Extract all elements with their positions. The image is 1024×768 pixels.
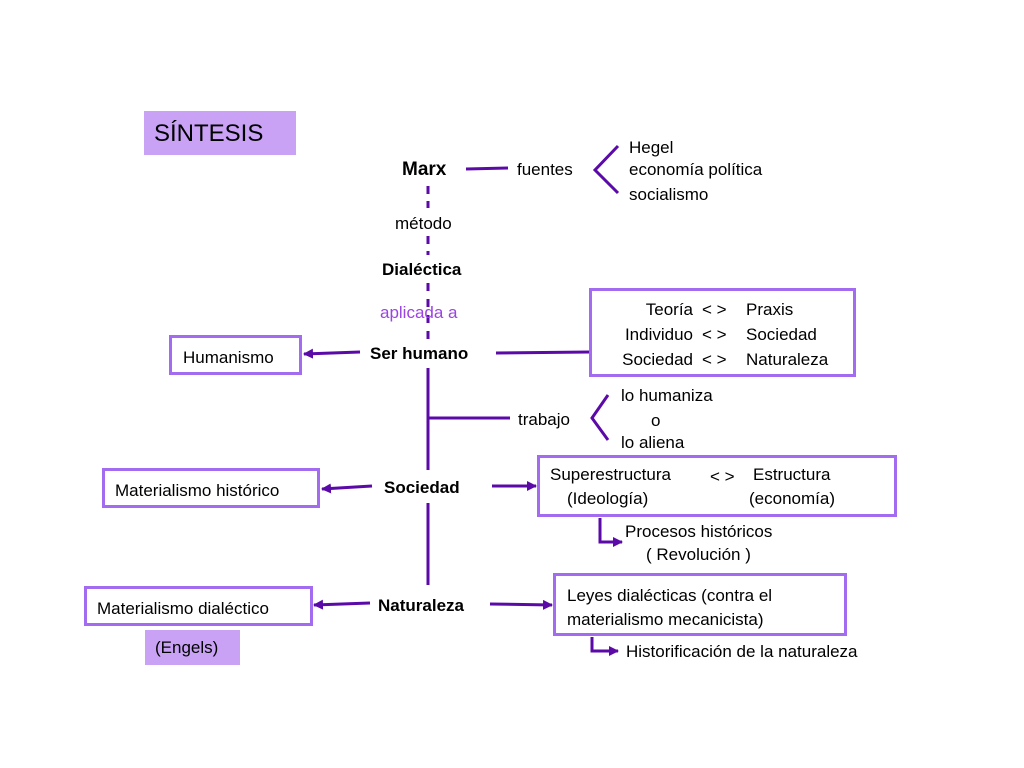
page-title: SÍNTESIS xyxy=(154,120,264,147)
mat-historico-box: Materialismo histórico xyxy=(102,468,320,508)
humanismo-label: Humanismo xyxy=(183,348,274,367)
source-economia: economía política xyxy=(629,160,763,179)
trabajo-aliena: lo aliena xyxy=(621,433,685,452)
pairs-left-col: Teoría Individuo Sociedad xyxy=(601,297,693,372)
arrow-mat-dialectico xyxy=(313,599,371,610)
trabajo-humaniza: lo humaniza xyxy=(621,386,713,405)
title-box: SÍNTESIS xyxy=(144,111,296,155)
marx-fuentes-line xyxy=(465,166,509,171)
leyes-line1: Leyes dialécticas (contra el xyxy=(567,586,773,605)
pair-sep-1: < > xyxy=(702,300,727,319)
pairs-right-col: Praxis Sociedad Naturaleza xyxy=(746,297,828,372)
superestructura-box: Superestructura < > Estructura (Ideologí… xyxy=(537,455,897,517)
ser-humano-label: Ser humano xyxy=(370,344,469,363)
arrow-historificacion xyxy=(590,637,619,656)
mat-dialectico-label: Materialismo dialéctico xyxy=(97,599,269,618)
leyes-box: Leyes dialécticas (contra el materialism… xyxy=(553,573,847,636)
procesos-line1: Procesos históricos xyxy=(625,522,773,541)
trabajo-bracket xyxy=(590,394,610,441)
historificacion-label: Historificación de la naturaleza xyxy=(626,642,858,661)
metodo-label: método xyxy=(395,214,452,233)
sources-bracket xyxy=(592,144,620,195)
pair-sep-3: < > xyxy=(702,350,727,369)
pair-left-3: Sociedad xyxy=(622,350,693,369)
pair-left-1: Teoría xyxy=(645,300,693,319)
engels-label: (Engels) xyxy=(155,638,219,657)
super-right1: Estructura xyxy=(753,465,831,484)
trabajo-label: trabajo xyxy=(518,410,570,429)
pair-left-2: Individuo xyxy=(624,325,693,344)
sociedad-label: Sociedad xyxy=(384,478,460,497)
source-hegel: Hegel xyxy=(629,138,674,157)
super-left1: Superestructura xyxy=(550,465,671,484)
super-right2: (economía) xyxy=(749,489,835,508)
super-sep: < > xyxy=(710,467,735,486)
pair-right-1: Praxis xyxy=(746,300,794,319)
fuentes-label: fuentes xyxy=(517,160,573,179)
pair-right-2: Sociedad xyxy=(746,325,817,344)
arrow-leyes xyxy=(489,599,553,610)
naturaleza-label: Naturaleza xyxy=(378,596,464,615)
arrow-procesos xyxy=(598,518,623,547)
trabajo-o: o xyxy=(651,411,661,430)
super-left2: (Ideología) xyxy=(567,489,649,508)
arrow-mat-historico xyxy=(321,483,373,494)
pairs-box: Teoría Individuo Sociedad < > < > < > Pr… xyxy=(589,288,856,377)
mat-dialectico-box: Materialismo dialéctico xyxy=(84,586,313,626)
source-socialismo: socialismo xyxy=(629,185,709,204)
humanismo-box: Humanismo xyxy=(169,335,302,375)
procesos-line2: ( Revolución ) xyxy=(646,545,751,564)
pair-right-3: Naturaleza xyxy=(746,350,829,369)
marx-label: Marx xyxy=(402,159,447,180)
aplicada-label: aplicada a xyxy=(380,303,458,322)
arrow-humanismo xyxy=(303,348,361,359)
leyes-line2: materialismo mecanicista) xyxy=(567,610,764,629)
mat-historico-label: Materialismo histórico xyxy=(115,481,280,500)
serhumano-pairs-line xyxy=(495,350,591,355)
pair-sep-2: < > xyxy=(702,325,727,344)
pairs-sep-col: < > < > < > xyxy=(702,297,727,372)
dialectica-label: Dialéctica xyxy=(382,260,462,279)
engels-box: (Engels) xyxy=(145,630,240,665)
